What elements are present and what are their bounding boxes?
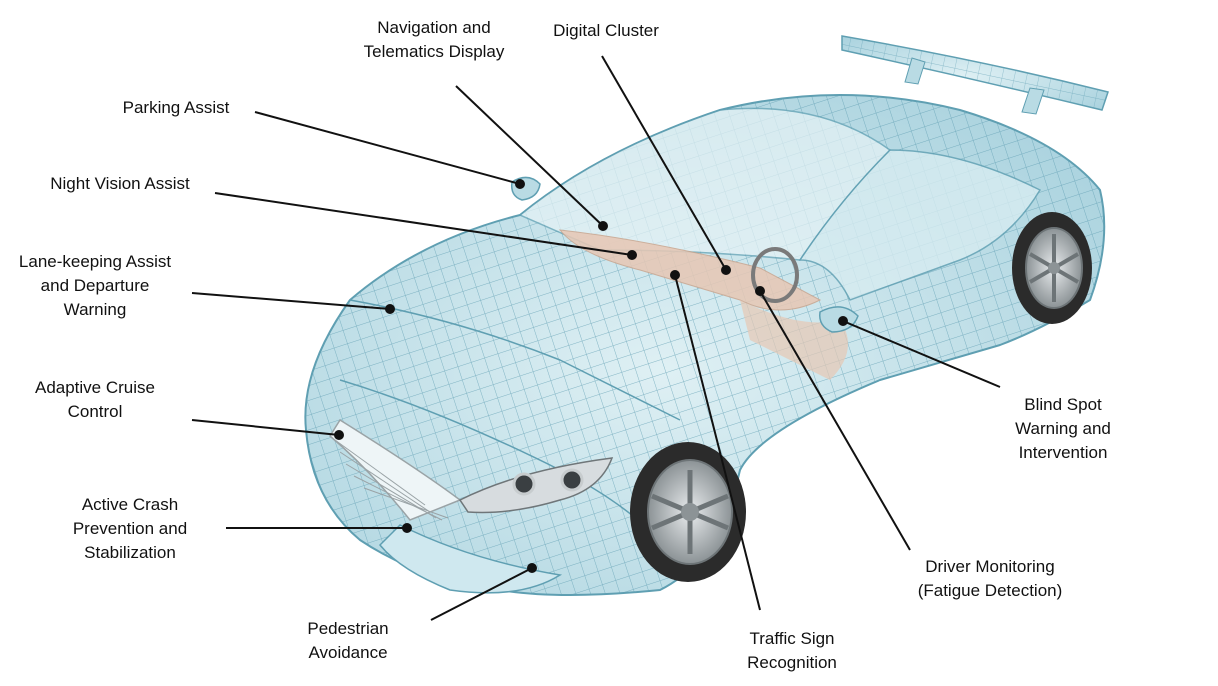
leader-adaptive-cruise [191,419,340,436]
dot-pedestrian [527,563,537,573]
leader-digital-cluster [601,55,727,271]
car-body [304,94,1106,596]
label-driver-monitoring: Driver Monitoring (Fatigue Detection) [900,555,1080,603]
label-pedestrian: Pedestrian Avoidance [288,617,408,665]
dot-night-vision [627,250,637,260]
label-adaptive-cruise-line1: Adaptive Cruise [34,378,155,397]
rear-wheel [1012,212,1092,324]
label-navigation-line1: Navigation and [377,18,491,37]
leader-pedestrian [430,567,533,621]
dot-digital-cluster [721,265,731,275]
label-blind-spot-line1: Blind Spot [1024,395,1102,414]
label-driver-monitoring-line2: (Fatigue Detection) [917,581,1063,600]
label-navigation-line2: Telematics Display [363,42,505,61]
label-blind-spot-line3: Intervention [1018,443,1108,462]
label-driver-monitoring-line1: Driver Monitoring [925,557,1055,576]
dot-driver-monitoring [755,286,765,296]
label-blind-spot: Blind Spot Warning and Intervention [1000,393,1126,465]
label-active-crash-line3: Stabilization [84,543,176,562]
label-lane-keeping-line3: Warning [63,300,127,319]
dot-blind-spot [838,316,848,326]
label-parking-assist-line1: Parking Assist [122,98,230,117]
label-pedestrian-line2: Avoidance [308,643,388,662]
label-active-crash-line1: Active Crash [81,495,179,514]
leader-blind-spot [842,320,1001,388]
rear-spoiler [841,35,1109,115]
leader-parking-assist [254,111,521,185]
leader-driver-monitoring [759,290,911,551]
dot-navigation [598,221,608,231]
leader-lane-keeping [191,292,391,310]
label-adaptive-cruise-line2: Control [67,402,123,421]
label-night-vision: Night Vision Assist [34,172,206,196]
label-adaptive-cruise: Adaptive Cruise Control [20,376,170,424]
label-blind-spot-line2: Warning and [1015,419,1111,438]
label-lane-keeping: Lane-keeping Assist and Departure Warnin… [6,250,184,322]
label-digital-cluster-line1: Digital Cluster [553,21,659,40]
label-lane-keeping-line1: Lane-keeping Assist [18,252,172,271]
label-traffic-sign-line1: Traffic Sign [749,629,835,648]
leader-navigation [455,85,604,227]
label-digital-cluster: Digital Cluster [540,19,672,43]
leader-night-vision [214,192,633,256]
dot-lane-keeping [385,304,395,314]
front-wheel [630,442,746,582]
label-night-vision-line1: Night Vision Assist [50,174,190,193]
dot-adaptive-cruise [334,430,344,440]
label-traffic-sign-line2: Recognition [747,653,837,672]
dot-active-crash [402,523,412,533]
dot-traffic-sign [670,270,680,280]
dot-parking-assist [515,179,525,189]
label-traffic-sign: Traffic Sign Recognition [728,627,856,675]
label-pedestrian-line1: Pedestrian [307,619,389,638]
label-parking-assist: Parking Assist [108,96,244,120]
label-active-crash-line2: Prevention and [72,519,188,538]
label-active-crash: Active Crash Prevention and Stabilizatio… [60,493,200,565]
label-lane-keeping-line2: and Departure [40,276,150,295]
leader-lines [191,55,1001,621]
label-navigation: Navigation and Telematics Display [354,16,514,64]
leader-traffic-sign [674,274,761,611]
